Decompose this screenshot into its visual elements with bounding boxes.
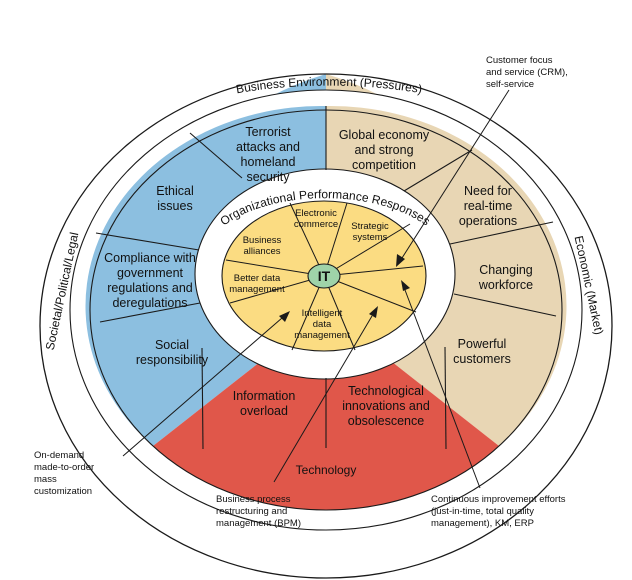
label-line: self-service — [486, 79, 534, 90]
label-line: Technological — [348, 384, 424, 398]
label-line: real-time — [464, 199, 513, 213]
label-line: restructuring and — [216, 506, 287, 517]
label-line: responsibility — [136, 353, 209, 367]
label-line: data — [313, 319, 332, 330]
label-line: Ethical — [156, 184, 194, 198]
label-line: Compliance with — [104, 251, 196, 265]
technology-label: Technology — [296, 463, 357, 477]
label-line: Strategic — [351, 221, 389, 232]
label-line: commerce — [294, 219, 338, 230]
label-line: deregulations — [112, 296, 187, 310]
continuous-improvement-callout: Continuous improvement efforts(just-in-t… — [431, 494, 566, 529]
label-line: Powerful — [458, 337, 507, 351]
label-line: Continuous improvement efforts — [431, 494, 566, 505]
outer-ellipse-border — [39, 73, 613, 579]
label-line: Information — [233, 389, 296, 403]
label-line: Customer focus — [486, 55, 553, 66]
label-line: mass — [34, 474, 57, 485]
label-line: competition — [352, 158, 416, 172]
label-line: (just-in-time, total quality — [431, 506, 534, 517]
label-line: government — [117, 266, 184, 280]
label-line: customers — [453, 352, 511, 366]
callout-arrowheads — [279, 254, 410, 322]
label-line: Better data — [234, 273, 281, 284]
label-line: homeland — [241, 155, 296, 169]
label-line: made-to-order — [34, 462, 94, 473]
it-hub — [307, 263, 341, 289]
label-line: obsolescence — [348, 414, 424, 428]
label-line: attacks and — [236, 140, 300, 154]
label-line: customization — [34, 486, 92, 497]
label-line: management (BPM) — [216, 518, 301, 529]
it-label: IT — [318, 268, 331, 284]
label-line: Terrorist — [245, 125, 291, 139]
label-line: management — [294, 330, 350, 341]
label-line: alliances — [244, 246, 281, 257]
label-line: systems — [353, 232, 388, 243]
label-line: On-demand — [34, 450, 84, 461]
label-line: security — [246, 170, 290, 184]
label-line: Need for — [464, 184, 512, 198]
label-line: workforce — [478, 278, 533, 292]
label-line: and service (CRM), — [486, 67, 568, 78]
callout-lines — [122, 89, 510, 489]
label-line: Electronic — [295, 208, 337, 219]
label-line: Global economy — [339, 128, 430, 142]
label-line: Business process — [216, 494, 291, 505]
label-line: innovations and — [342, 399, 430, 413]
label-line: Business — [243, 235, 282, 246]
pressure-dividers — [95, 106, 557, 450]
label-line: overload — [240, 404, 288, 418]
label-line: Social — [155, 338, 189, 352]
label-line: management), KM, ERP — [431, 518, 534, 529]
label-line: operations — [459, 214, 517, 228]
label-line: Changing — [479, 263, 533, 277]
label-line: Intelligent — [302, 308, 343, 319]
label-line: regulations and — [107, 281, 193, 295]
label-line: issues — [157, 199, 192, 213]
label-line: and strong — [354, 143, 413, 157]
label-line: management — [229, 284, 285, 295]
